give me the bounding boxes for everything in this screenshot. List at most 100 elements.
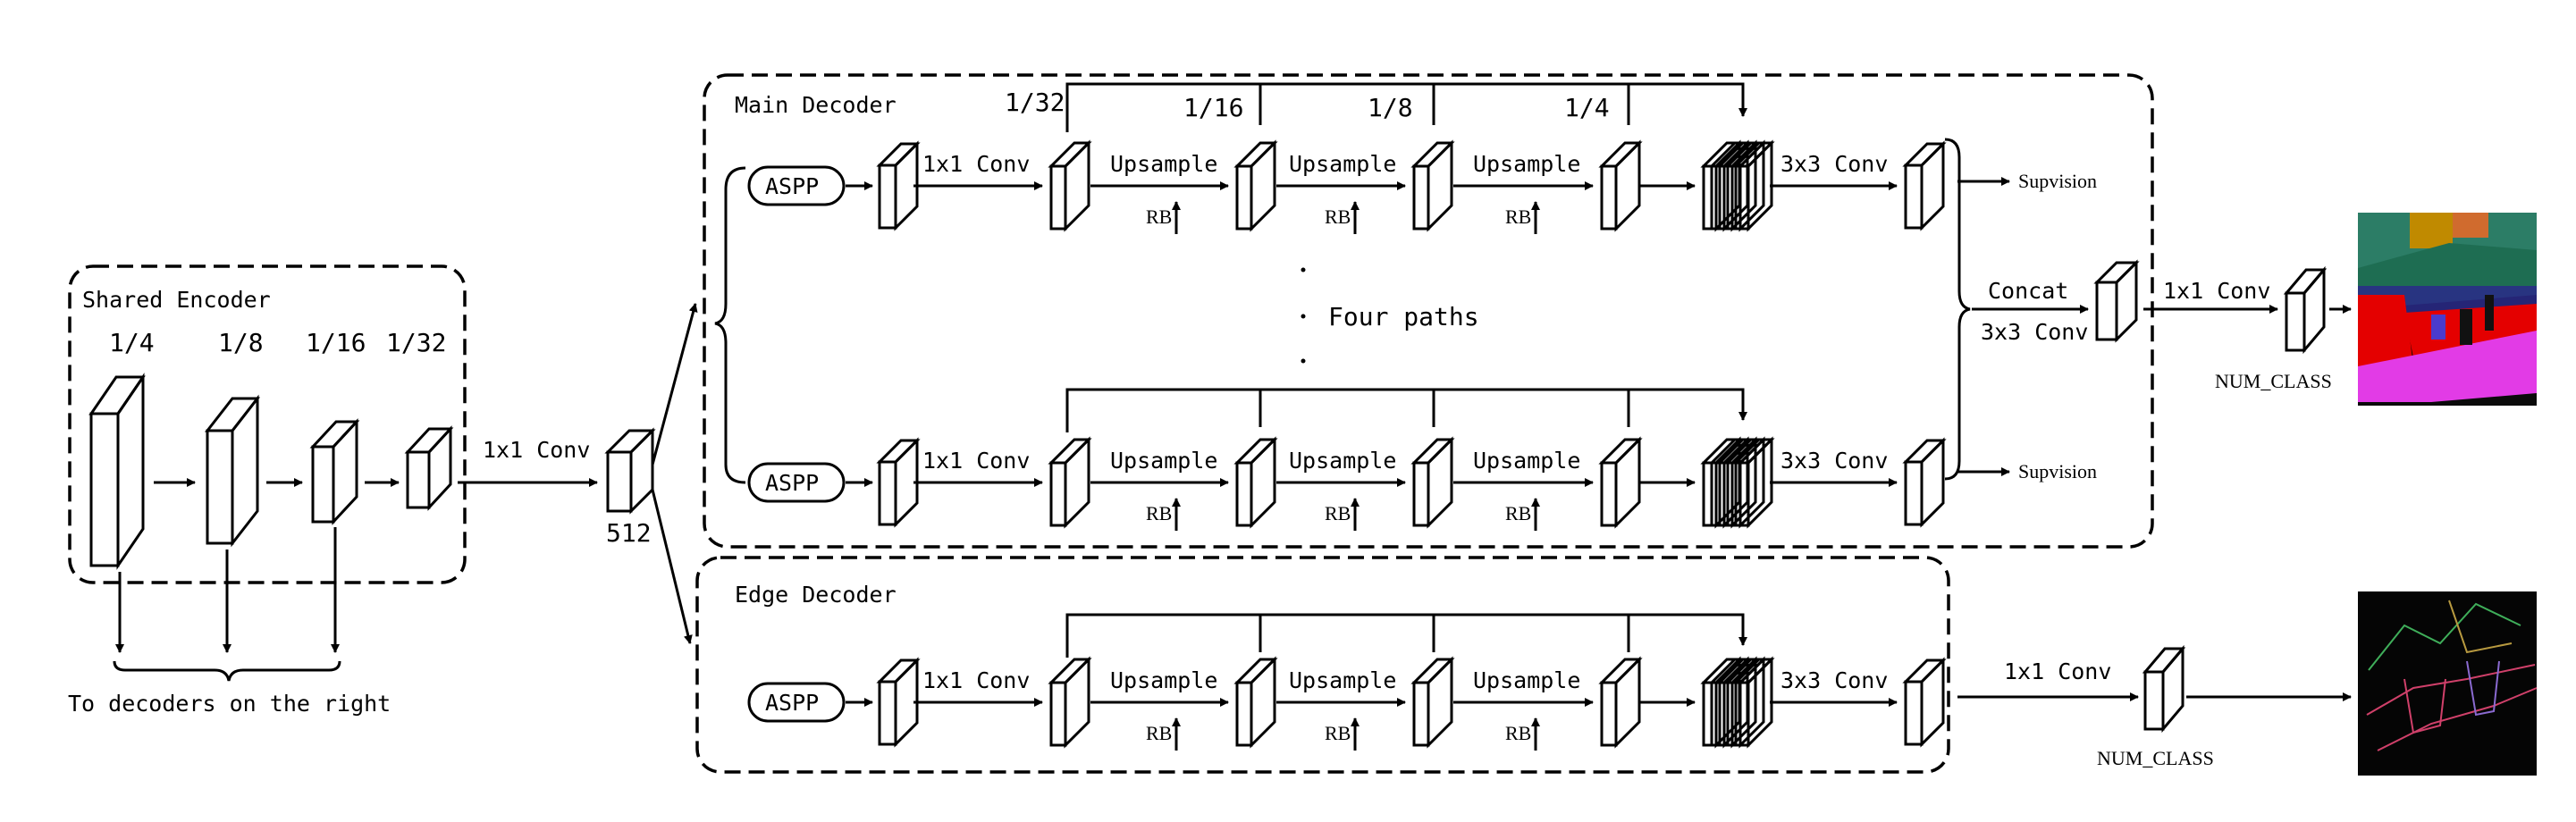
encoder-block-3 — [309, 418, 360, 525]
main-path-top-stack-layer-1 — [1700, 139, 1743, 232]
main-decoder: Main Decoder 1/32 1/16 1/8 1/4 Four path… — [703, 73, 2154, 549]
main-path-bottom-rb-label-2: RB — [1325, 502, 1351, 524]
main-path-bottom-up-feature-3 — [1410, 436, 1455, 529]
edge-path-rb-label-2: RB — [1325, 722, 1351, 744]
skip-scale-1-32: 1/32 — [1005, 88, 1065, 117]
edge-path-aspp-pill — [747, 682, 846, 723]
edge-path-aspp-feature — [876, 657, 921, 748]
main-path-top-upsample-label-3: Upsample — [1473, 151, 1580, 177]
edge-path-rb-label-1: RB — [1146, 722, 1172, 744]
bottleneck-channels: 512 — [606, 518, 652, 548]
fusion-conv3-label: 3x3 Conv — [1981, 319, 2088, 345]
encoder-block-2 — [204, 394, 261, 548]
edge-path-conv1-label: 1x1 Conv — [922, 667, 1030, 693]
to-edge-decoder-arrow — [651, 489, 693, 644]
main-path-top-output-feature — [1902, 140, 1947, 231]
main-path-top-conv3-label: 3x3 Conv — [1780, 151, 1888, 177]
edge-path-upsample-label-2: Upsample — [1289, 667, 1396, 693]
main-path-bottom-conv3-label: 3x3 Conv — [1780, 448, 1888, 474]
fusion-conv1-label: 1x1 Conv — [2163, 278, 2270, 304]
main-path-bottom-aspp-feature — [876, 437, 921, 528]
shared-encoder-box — [68, 264, 467, 584]
edge-conv-label: 1x1 Conv — [2004, 658, 2111, 684]
skip-bracket-bottom — [1065, 388, 1747, 432]
skip-scale-1-16: 1/16 — [1183, 93, 1243, 122]
edge-path-stack-layer-1 — [1700, 656, 1743, 749]
segmentation-output-image — [2358, 213, 2537, 406]
main-path-top-up-feature-2 — [1233, 139, 1278, 232]
main-path-top-rb-label-2: RB — [1325, 206, 1351, 228]
ellipsis-dot-1 — [1301, 267, 1306, 273]
edge-head-block — [2142, 644, 2186, 734]
bottleneck: 1x1 Conv 512 — [458, 303, 698, 644]
main-path-bottom-rb-label-1: RB — [1146, 502, 1172, 524]
encoder-note: To decoders on the right — [68, 691, 391, 717]
main-path-bottom-up-feature-4 — [1598, 436, 1643, 529]
main-path-top-conv1-label: 1x1 Conv — [922, 151, 1030, 177]
main-decoder-title: Main Decoder — [735, 92, 897, 118]
main-path-top-aspp-label: ASPP — [765, 173, 819, 199]
edge-path-conv3-label: 3x3 Conv — [1780, 667, 1888, 693]
main-path-bottom-up-feature-1 — [1048, 436, 1092, 529]
shared-encoder-title: Shared Encoder — [82, 287, 271, 313]
main-decoder-box — [703, 73, 2154, 549]
scale-label-1-8: 1/8 — [218, 328, 264, 357]
edge-path-up-feature-3 — [1410, 656, 1455, 749]
edge-path-rb-label-3: RB — [1505, 722, 1531, 744]
skip-bracket-top — [1065, 82, 1747, 132]
scale-label-1-4: 1/4 — [109, 328, 155, 357]
encoder-block-1 — [88, 373, 146, 570]
paths-brace-left — [714, 166, 746, 484]
main-path-bottom-rb-label-3: RB — [1505, 502, 1531, 524]
edge-num-class-label: NUM_CLASS — [2097, 747, 2214, 769]
ellipsis-dot-2 — [1301, 314, 1306, 319]
skip-scale-1-8: 1/8 — [1368, 93, 1413, 122]
seg-num-class-label: NUM_CLASS — [2215, 370, 2332, 392]
encoder-brace — [113, 660, 341, 682]
supervision-label-top: Supvision — [2018, 170, 2097, 192]
main-path-bottom-aspp-pill — [747, 462, 846, 503]
edge-path-aspp-label: ASPP — [765, 690, 819, 716]
scale-label-1-16: 1/16 — [306, 328, 366, 357]
concat-label: Concat — [1988, 278, 2068, 304]
supervision-label-bottom: Supvision — [2018, 460, 2097, 482]
bottleneck-block — [604, 427, 656, 515]
edge-path-upsample-label-3: Upsample — [1473, 667, 1580, 693]
edge-skip-bracket — [1065, 613, 1747, 658]
paths-brace-right — [1944, 138, 1971, 481]
four-paths-label: Four paths — [1328, 302, 1479, 331]
seg-head-block — [2283, 265, 2328, 355]
edge-path-up-feature-1 — [1048, 656, 1092, 749]
ellipsis-dot-3 — [1301, 358, 1306, 364]
edge-path-output-feature — [1902, 657, 1947, 748]
scale-label-1-32: 1/32 — [386, 328, 446, 357]
main-path-top-aspp-pill — [747, 165, 846, 206]
main-path-top-up-feature-1 — [1048, 139, 1092, 232]
edge-path-up-feature-2 — [1233, 656, 1278, 749]
main-path-bottom-upsample-label-2: Upsample — [1289, 448, 1396, 474]
main-path-bottom-up-feature-2 — [1233, 436, 1278, 529]
main-path-top-up-feature-4 — [1598, 139, 1643, 232]
main-path-top-rb-label-3: RB — [1505, 206, 1531, 228]
main-path-bottom-upsample-label-3: Upsample — [1473, 448, 1580, 474]
edge-output-image — [2358, 591, 2538, 776]
fusion-block — [2093, 259, 2140, 343]
fusion: Concat 3x3 Conv 1x1 Conv NUM_CLASS — [1972, 213, 2537, 406]
edge-path-up-feature-4 — [1598, 656, 1643, 749]
main-path-bottom-aspp-label: ASPP — [765, 470, 819, 496]
edge-path-upsample-label-1: Upsample — [1110, 667, 1217, 693]
shared-encoder: Shared Encoder 1/4 1/8 1/16 1/32 — [68, 264, 467, 717]
main-path-top-aspp-feature — [876, 140, 921, 231]
edge-decoder-title: Edge Decoder — [735, 582, 897, 608]
main-path-top-up-feature-3 — [1410, 139, 1455, 232]
main-path-bottom-output-feature — [1902, 437, 1947, 528]
main-path-top-upsample-label-1: Upsample — [1110, 151, 1217, 177]
main-path-bottom-upsample-label-1: Upsample — [1110, 448, 1217, 474]
main-path-bottom-stack-layer-1 — [1700, 436, 1743, 529]
main-path-top-rb-label-1: RB — [1146, 206, 1172, 228]
